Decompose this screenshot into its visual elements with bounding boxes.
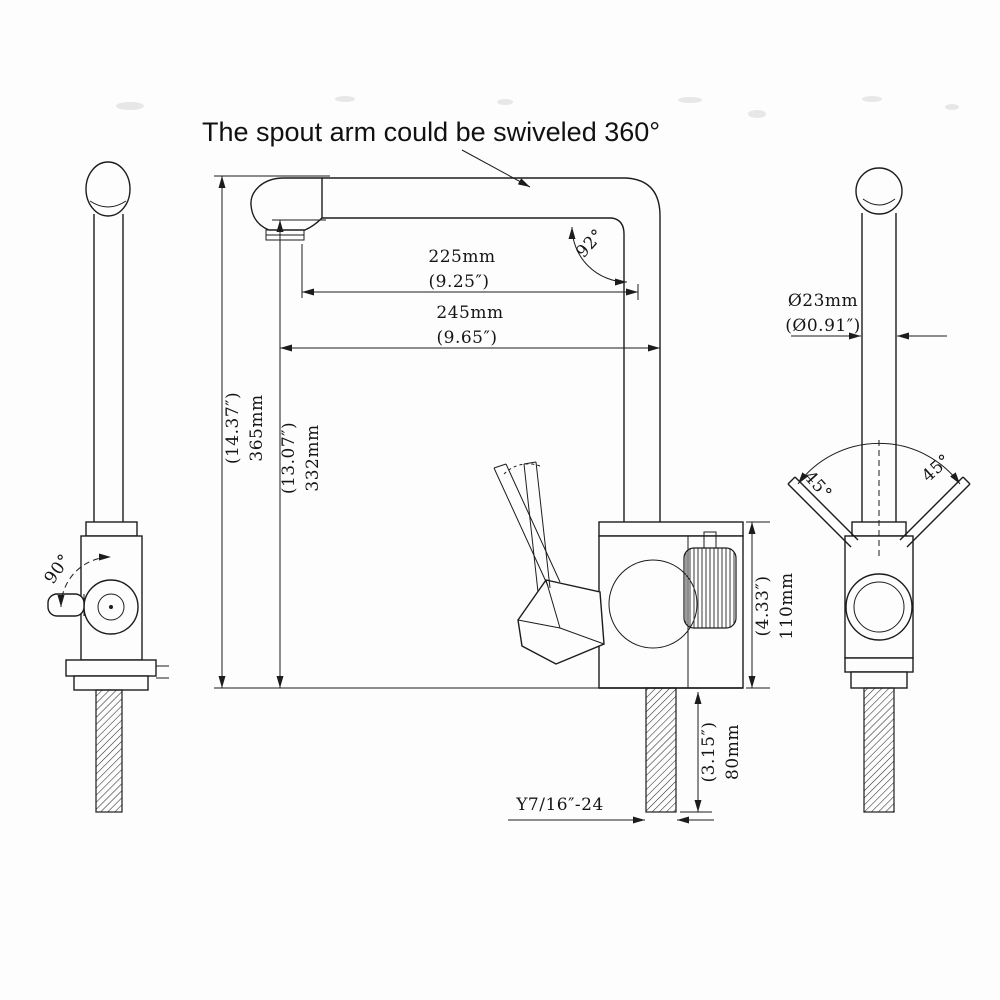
right-view-handle-arc [797, 442, 961, 485]
dimension-bend-angle: 92° [568, 225, 628, 286]
left-view-base-lip [73, 675, 149, 691]
spout-reach-in-label: (9.25″) [429, 272, 490, 292]
dimension-spout-height: (13.07″) 332mm [272, 219, 326, 688]
spout-height-in-label: (13.07″) [279, 422, 299, 494]
body-height-in-label: (4.33″) [753, 576, 773, 637]
drawing-title: The spout arm could be swiveled 360° [202, 117, 660, 147]
spout-height-mm-label: 332mm [303, 424, 323, 491]
spout-reach-mm-label: 225mm [428, 247, 495, 267]
center-side-knob [683, 547, 737, 629]
title-annotation: The spout arm could be swiveled 360° [202, 117, 660, 188]
handle-angle-right-label: 45° [918, 450, 955, 486]
bend-angle-label: 92° [572, 225, 608, 262]
pipe-diameter-mm-label: Ø23mm [788, 291, 858, 311]
dimension-thread-spec: Y7/16″-24 [508, 795, 714, 824]
shank-length-in-label: (3.15″) [699, 722, 719, 783]
right-view-cap [855, 167, 903, 215]
dimension-overall-reach: 245mm (9.65″) [280, 303, 660, 352]
center-body-top [598, 521, 744, 537]
overall-height-in-label: (14.37″) [223, 392, 243, 464]
left-handle-swing-label: 90° [41, 550, 76, 587]
overall-reach-mm-label: 245mm [436, 303, 503, 323]
faucet-side-view-right: Ø23mm (Ø0.91″) 45° 45° [785, 167, 971, 813]
right-view-handles [787, 476, 971, 548]
right-view-base-plate [844, 657, 914, 673]
right-view-threaded-shank [863, 687, 895, 813]
right-view-base-lip [850, 671, 908, 689]
dimension-shank-length: (3.15″) 80mm [680, 692, 743, 813]
faucet-side-view-left [47, 161, 169, 813]
title-leader-line [461, 149, 531, 188]
left-view-body [80, 535, 143, 661]
center-threaded-shank [645, 687, 677, 813]
dimension-body-height: (4.33″) 110mm [746, 521, 797, 689]
center-lever-rods [493, 461, 561, 593]
dimension-spout-reach: 225mm (9.25″) [301, 244, 639, 300]
center-spout-head [250, 177, 323, 231]
pipe-diameter-in-label: (Ø0.91″) [785, 316, 860, 336]
body-height-mm-label: 110mm [777, 572, 797, 639]
handle-angle-left-label: 45° [800, 467, 836, 504]
overall-reach-in-label: (9.65″) [437, 328, 498, 348]
left-view-base-plate [65, 659, 157, 677]
scan-noise [116, 96, 959, 118]
shank-length-mm-label: 80mm [723, 724, 743, 780]
faucet-front-view-center [250, 177, 744, 813]
overall-height-mm-label: 365mm [247, 394, 267, 461]
left-view-cap [85, 161, 131, 217]
dimension-overall-height: (14.37″) 365mm [214, 175, 599, 689]
dimension-pipe-diameter: Ø23mm (Ø0.91″) [785, 291, 947, 340]
left-view-threaded-shank [95, 689, 123, 813]
left-view-collar [85, 521, 138, 537]
right-view-spout-joint-inner [853, 581, 905, 633]
right-view-spout-joint-outer [845, 573, 913, 641]
left-view-handle-stub [47, 593, 85, 617]
thread-spec-label: Y7/16″-24 [515, 795, 604, 815]
